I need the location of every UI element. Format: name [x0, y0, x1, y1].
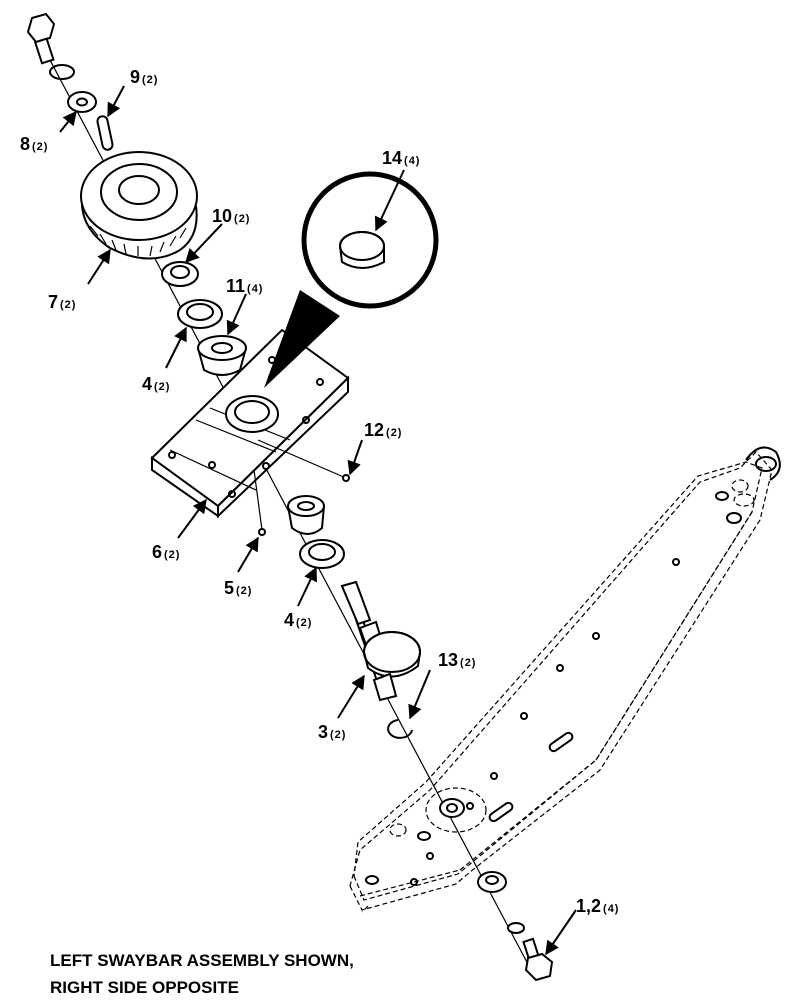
callout-14: 14(4) — [382, 148, 420, 168]
callout-3: 3(2) — [318, 722, 346, 742]
setscrew-5 — [258, 528, 266, 536]
leader-arrows — [59, 85, 577, 956]
bearing-cone-11-lower — [287, 495, 325, 535]
seal-4-lower — [299, 539, 345, 569]
callout-13: 13(2) — [438, 650, 476, 670]
caption-line-2: RIGHT SIDE OPPOSITE — [50, 978, 239, 997]
bearing-cone-11-upper — [197, 335, 247, 376]
callout-9: 9(2) — [130, 67, 158, 87]
swaybar — [349, 446, 781, 913]
setscrew-5-line — [253, 469, 263, 531]
callout-7: 7(2) — [48, 292, 76, 312]
bottom-bolt-1-2 — [522, 937, 554, 982]
lower-bushing — [477, 871, 525, 934]
grease-fitting-12 — [342, 474, 350, 482]
caption-line-1: LEFT SWAYBAR ASSEMBLY SHOWN, — [50, 951, 354, 970]
callout-12: 12(2) — [364, 420, 402, 440]
callout-8: 8(2) — [20, 134, 48, 154]
callout-5: 5(2) — [224, 578, 252, 598]
top-bolt — [26, 12, 75, 80]
bushing-10 — [161, 261, 199, 287]
detail-circle-14 — [264, 171, 439, 388]
callout-1-2: 1,2(4) — [576, 896, 619, 916]
callout-6: 6(2) — [152, 542, 180, 562]
washer-8 — [67, 91, 97, 113]
seal-4-upper — [177, 299, 223, 329]
pulley-7 — [80, 151, 198, 260]
callout-11: 11(4) — [226, 276, 263, 296]
snap-ring-13 — [387, 719, 413, 739]
grease-fitting-12-line — [257, 439, 347, 479]
spindle-3 — [340, 580, 421, 702]
callout-10: 10(2) — [212, 206, 250, 226]
callout-4-upper: 4(2) — [142, 374, 170, 394]
key-9 — [96, 115, 114, 151]
callout-4-lower: 4(2) — [284, 610, 312, 630]
housing-6 — [150, 328, 350, 519]
